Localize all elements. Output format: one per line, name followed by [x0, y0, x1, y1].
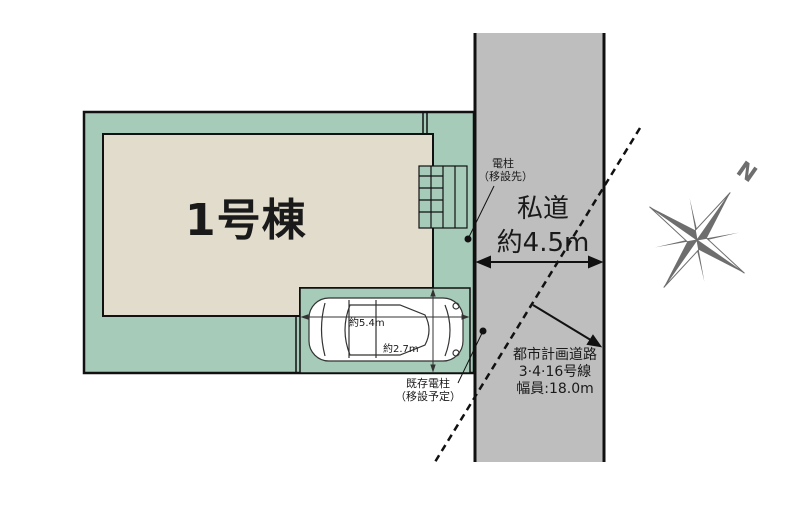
private-road-width: 約4.5m — [496, 227, 590, 258]
private-road-name: 私道 — [516, 194, 569, 224]
utility-pole-existing-label: 既存電柱 （移設予定） — [393, 377, 463, 403]
city-road-line3: 幅員:18.0m — [516, 380, 594, 397]
utility-pole-new-label: 電柱 （移設先） — [478, 157, 533, 183]
parking-width-label: 約2.7m — [383, 344, 419, 355]
pole-old-line2: （移設予定） — [395, 389, 461, 403]
entrance-steps — [418, 165, 468, 229]
city-road-line2: 3·4·16号線 — [518, 363, 592, 380]
private-road — [475, 33, 604, 462]
pole-old-line1: 既存電柱 — [406, 377, 450, 390]
parking-length-label: 約5.4m — [349, 318, 385, 329]
private-road-label: 私道 約4.5m — [488, 193, 598, 261]
building-label: 1号棟 — [185, 195, 307, 246]
pole-new-line1: 電柱 — [492, 157, 514, 170]
city-road-line1: 都市計画道路 — [513, 347, 597, 363]
city-planning-line — [433, 127, 642, 463]
city-planning-road-label: 都市計画道路 3·4·16号線 幅員:18.0m — [505, 347, 605, 397]
car-icon — [308, 297, 464, 362]
compass-rose-icon — [649, 192, 745, 288]
pole-new-line2: （移設先） — [478, 169, 533, 183]
